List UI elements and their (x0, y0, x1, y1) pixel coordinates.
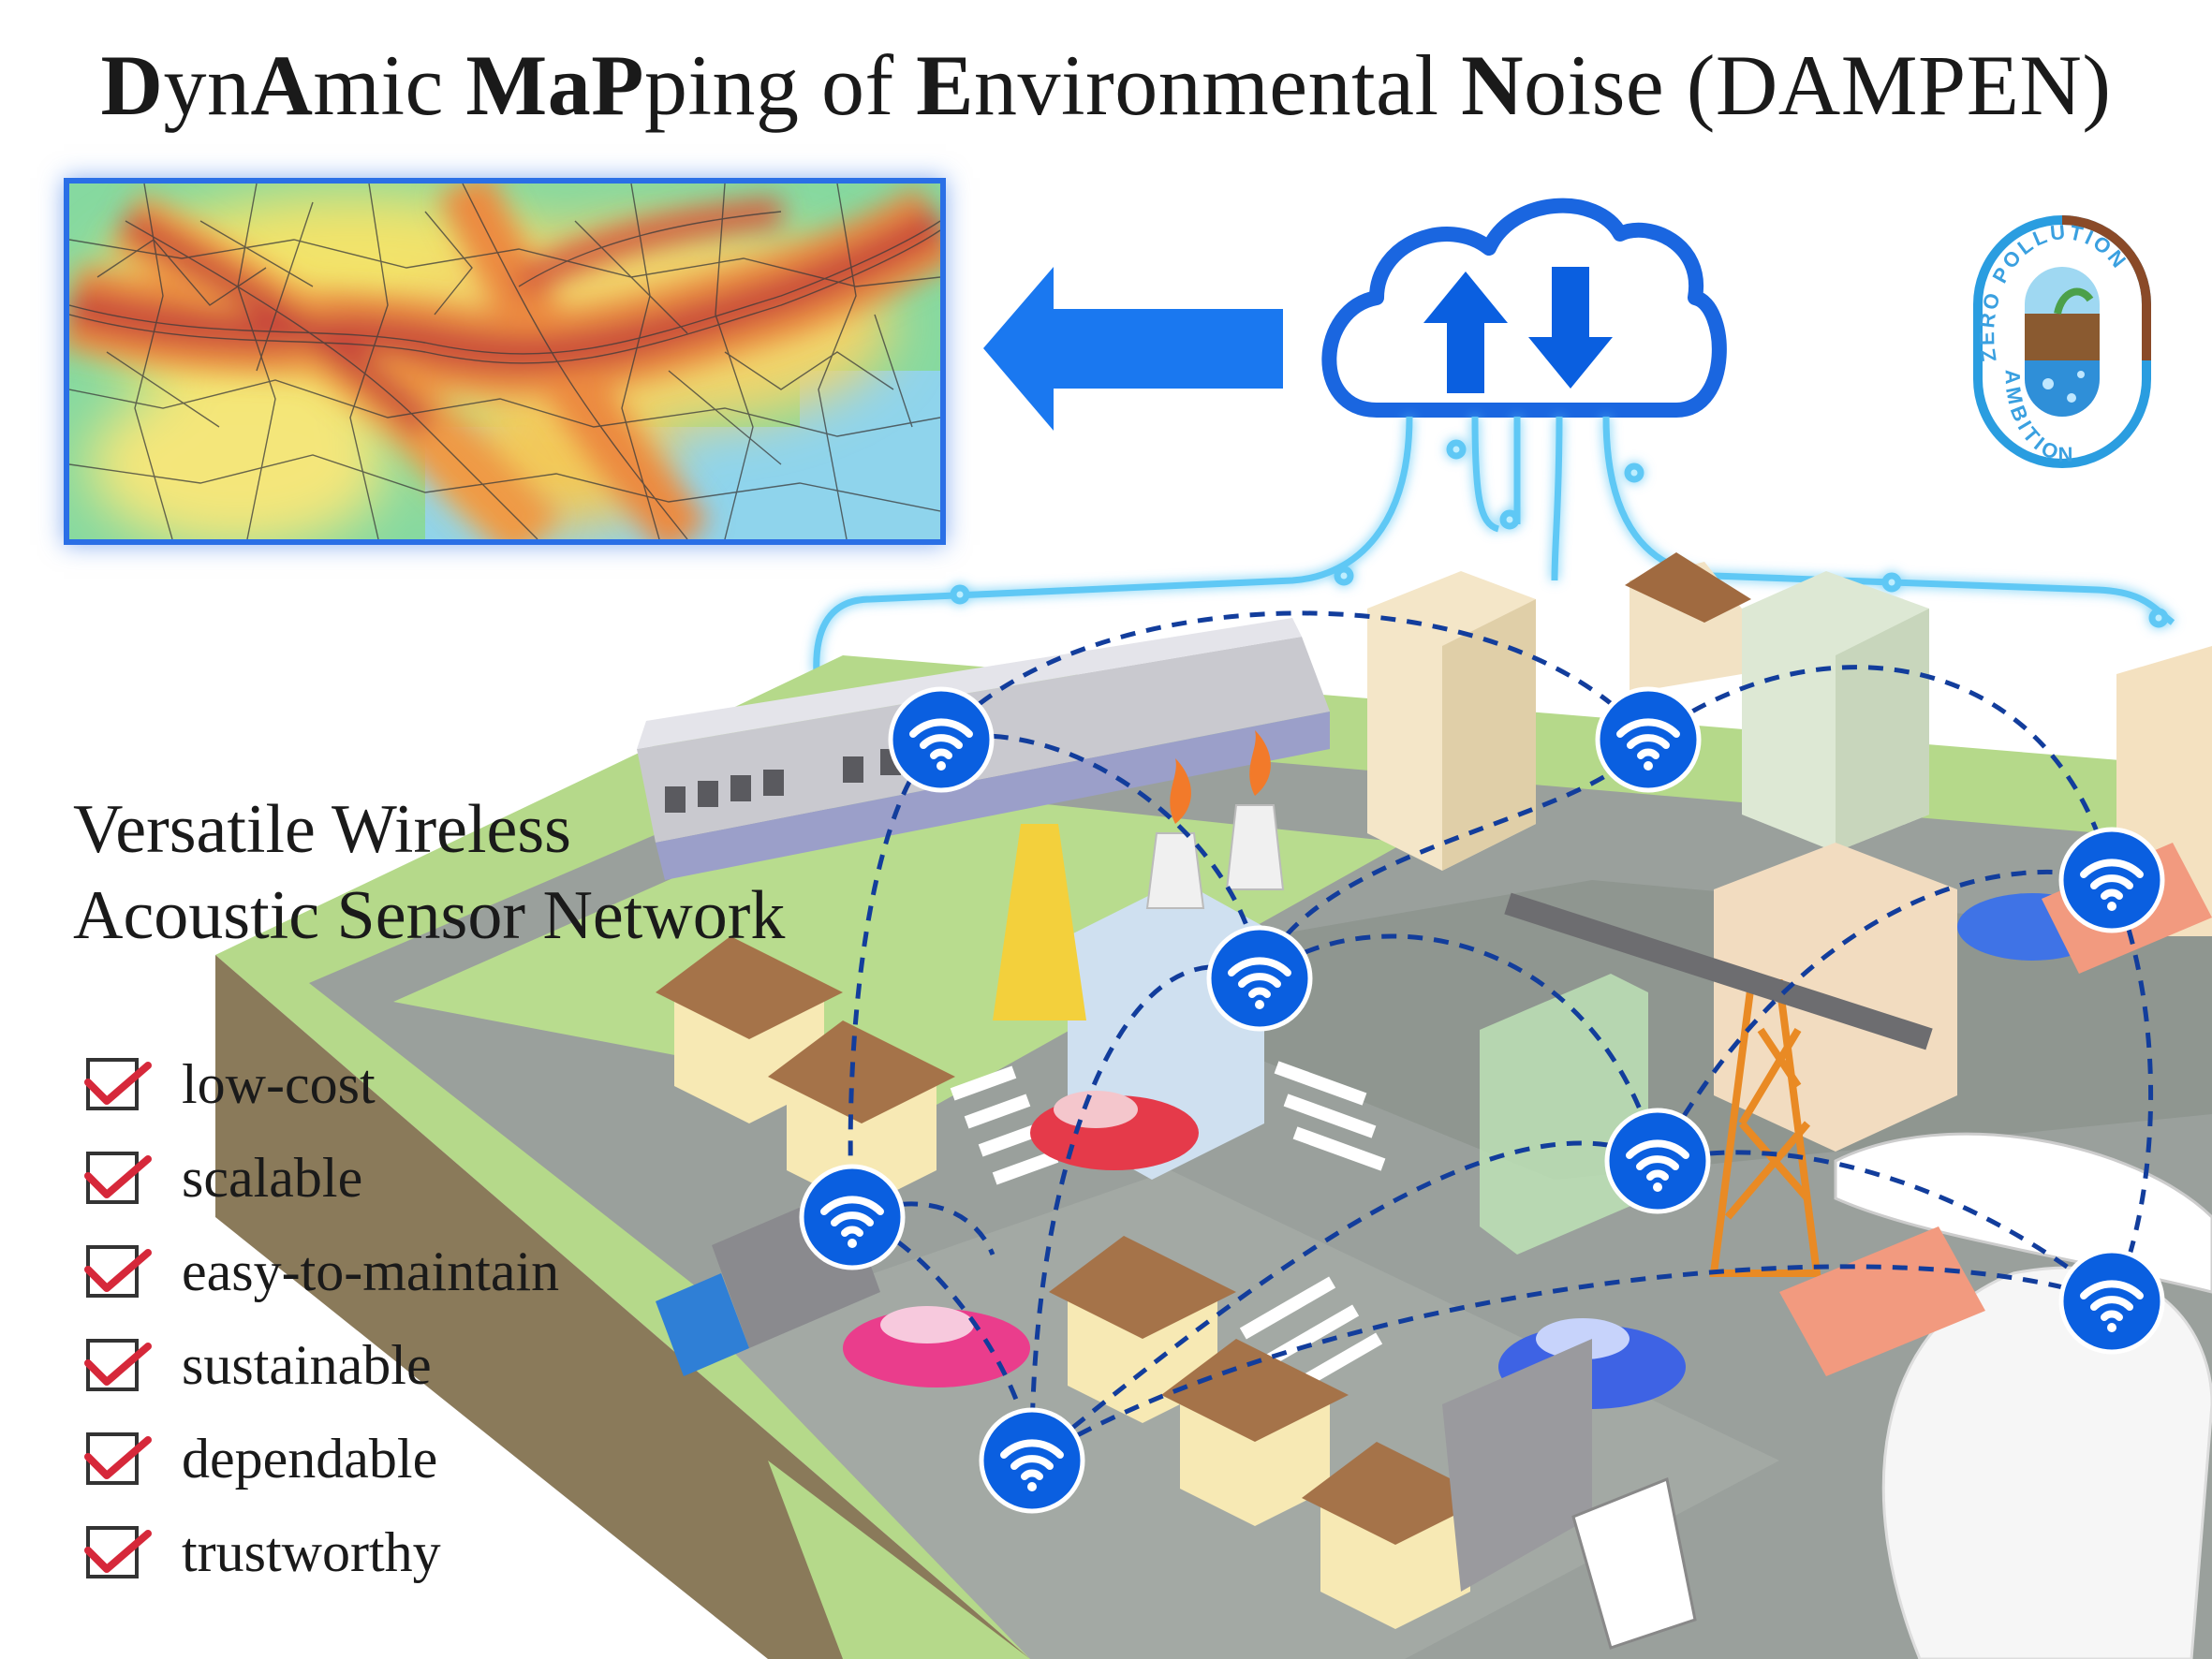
checklist-label: scalable (182, 1146, 363, 1209)
subtitle-line-2: Acoustic Sensor Network (73, 877, 786, 954)
check-mark-icon (84, 1062, 152, 1105)
crosswalks (950, 1061, 1386, 1396)
title-segment: oise (DAMPEN) (1524, 37, 2112, 133)
checkbox (84, 1432, 152, 1485)
noise-map (64, 178, 946, 545)
title-segment: mic (313, 37, 466, 133)
checklist-label: sustainable (182, 1333, 432, 1396)
pink-car (843, 1306, 1030, 1387)
checklist-label: trustworthy (182, 1520, 441, 1583)
white-truck (1442, 1339, 1697, 1650)
wifi-icon (2058, 1248, 2165, 1355)
noise-heatmap-graphic (69, 184, 940, 539)
checklist-label: low-cost (182, 1052, 376, 1115)
checklist-label: dependable (182, 1427, 438, 1490)
checklist-label: easy-to-maintain (182, 1240, 560, 1302)
wifi-icon (1206, 925, 1313, 1032)
wifi-icon (979, 1407, 1085, 1514)
title-segment: nvironmental (974, 37, 1462, 133)
check-mark-icon (84, 1155, 152, 1198)
checkbox (84, 1245, 152, 1298)
check-mark-icon (84, 1343, 152, 1386)
check-mark-icon (84, 1249, 152, 1292)
arrow-left-icon (983, 267, 1283, 431)
title-segment: E (916, 37, 975, 133)
checklist-item: low-cost (84, 1037, 559, 1131)
title-segment: N (1461, 37, 1525, 133)
airplane (1834, 1132, 2212, 1659)
checklist-item: dependable (84, 1412, 559, 1505)
wifi-icon (1604, 1108, 1711, 1214)
network-subtitle: Versatile Wireless Acoustic Sensor Netwo… (73, 786, 916, 959)
vehicles (656, 843, 2212, 1659)
factory-stacks (993, 730, 1285, 1020)
checkbox (84, 1058, 152, 1110)
title-segment: M (465, 37, 548, 133)
houses (656, 936, 1489, 1629)
title-segment: ping of (643, 37, 917, 133)
title-segment: yn (163, 37, 251, 133)
title-segment: A (250, 37, 314, 133)
checkbox (84, 1339, 152, 1391)
checklist-item: trustworthy (84, 1505, 559, 1599)
checklist-item: scalable (84, 1131, 559, 1225)
check-mark-icon (84, 1436, 152, 1479)
feature-checklist: low-cost scalable easy-to-maintain sustaina… (84, 1037, 560, 1599)
subtitle-line-1: Versatile Wireless (73, 791, 571, 868)
title-segment: D (100, 37, 164, 133)
checklist-item: easy-to-maintain (84, 1225, 560, 1318)
wifi-icon (888, 686, 995, 793)
wifi-icon (1595, 686, 1702, 793)
checkbox (84, 1526, 152, 1578)
title-segment: P (591, 37, 644, 133)
wifi-icon (2058, 827, 2165, 933)
page-title: DynAmic MaPping of Environmental Noise (… (0, 36, 2212, 135)
checkbox (84, 1152, 152, 1204)
crane (1504, 892, 1933, 1277)
checklist-item: sustainable (84, 1318, 559, 1412)
cloud-upload-download-icon (1321, 198, 1727, 418)
wifi-icon (799, 1164, 906, 1270)
zero-pollution-ambition-logo: ZERO POLLUTION AMBITION (1973, 215, 2151, 468)
title-segment: a (547, 37, 592, 133)
wifi-sensors (799, 686, 2165, 1514)
check-mark-icon (84, 1530, 152, 1573)
